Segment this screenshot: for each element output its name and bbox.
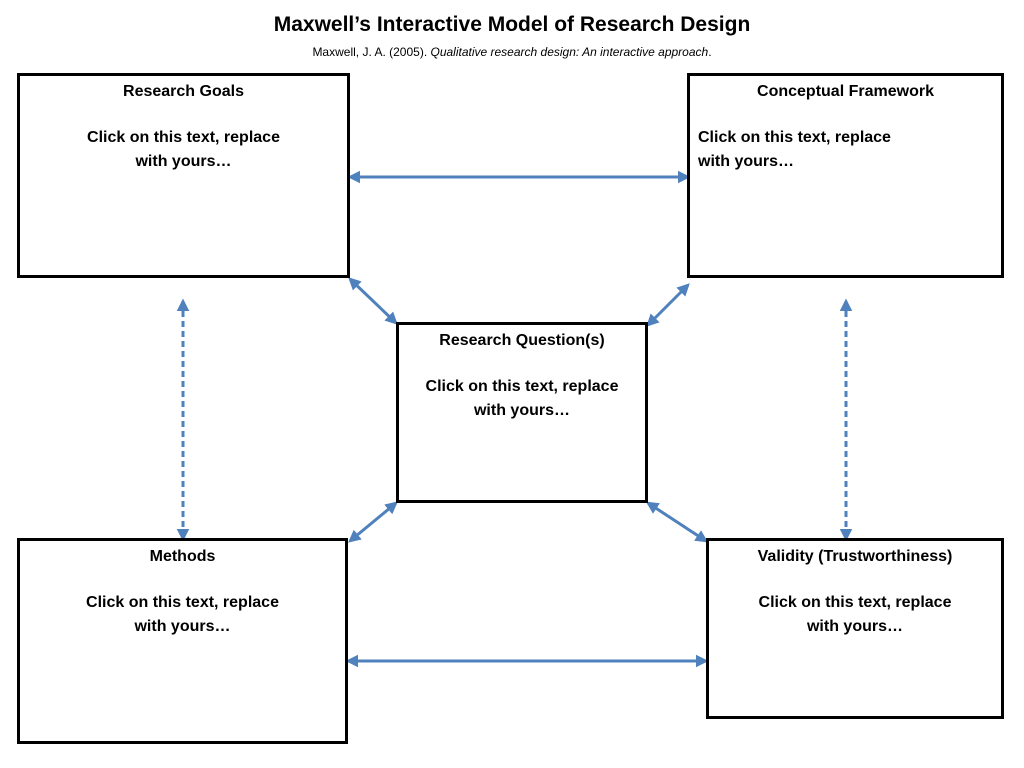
research-goals-placeholder[interactable]: Click on this text, replace with yours… bbox=[87, 129, 280, 170]
research-questions-box[interactable]: Research Question(s) Click on this text,… bbox=[396, 322, 648, 503]
validity-box[interactable]: Validity (Trustworthiness) Click on this… bbox=[706, 538, 1004, 719]
validity-label: Validity (Trustworthiness) bbox=[757, 548, 953, 565]
validity-placeholder[interactable]: Click on this text, replace with yours… bbox=[758, 594, 952, 635]
research-questions-placeholder[interactable]: Click on this text, replace with yours… bbox=[425, 378, 619, 419]
research-questions-label: Research Question(s) bbox=[439, 332, 605, 349]
citation-end: . bbox=[708, 45, 712, 59]
citation: Maxwell, J. A. (2005). Qualitative resea… bbox=[0, 45, 1024, 59]
citation-author: Maxwell, J. A. (2005). bbox=[312, 45, 431, 59]
conceptual-framework-box[interactable]: Conceptual Framework Click on this text,… bbox=[687, 73, 1004, 278]
arrow-questions-validity bbox=[645, 501, 709, 543]
conceptual-framework-placeholder[interactable]: Click on this text, replace with yours… bbox=[698, 129, 891, 170]
methods-placeholder[interactable]: Click on this text, replace with yours… bbox=[86, 594, 279, 635]
diagram-title: Maxwell’s Interactive Model of Research … bbox=[273, 13, 751, 36]
citation-book-title: Qualitative research design: An interact… bbox=[430, 45, 709, 59]
methods-box[interactable]: Methods Click on this text, replace with… bbox=[17, 538, 348, 744]
arrow-conceptual-questions bbox=[646, 283, 690, 327]
arrow-questions-methods bbox=[348, 501, 398, 543]
research-goals-label: Research Goals bbox=[123, 83, 244, 100]
conceptual-framework-label: Conceptual Framework bbox=[757, 83, 934, 100]
research-goals-box[interactable]: Research Goals Click on this text, repla… bbox=[17, 73, 350, 278]
arrow-goals-questions bbox=[348, 277, 398, 325]
methods-label: Methods bbox=[149, 548, 216, 565]
